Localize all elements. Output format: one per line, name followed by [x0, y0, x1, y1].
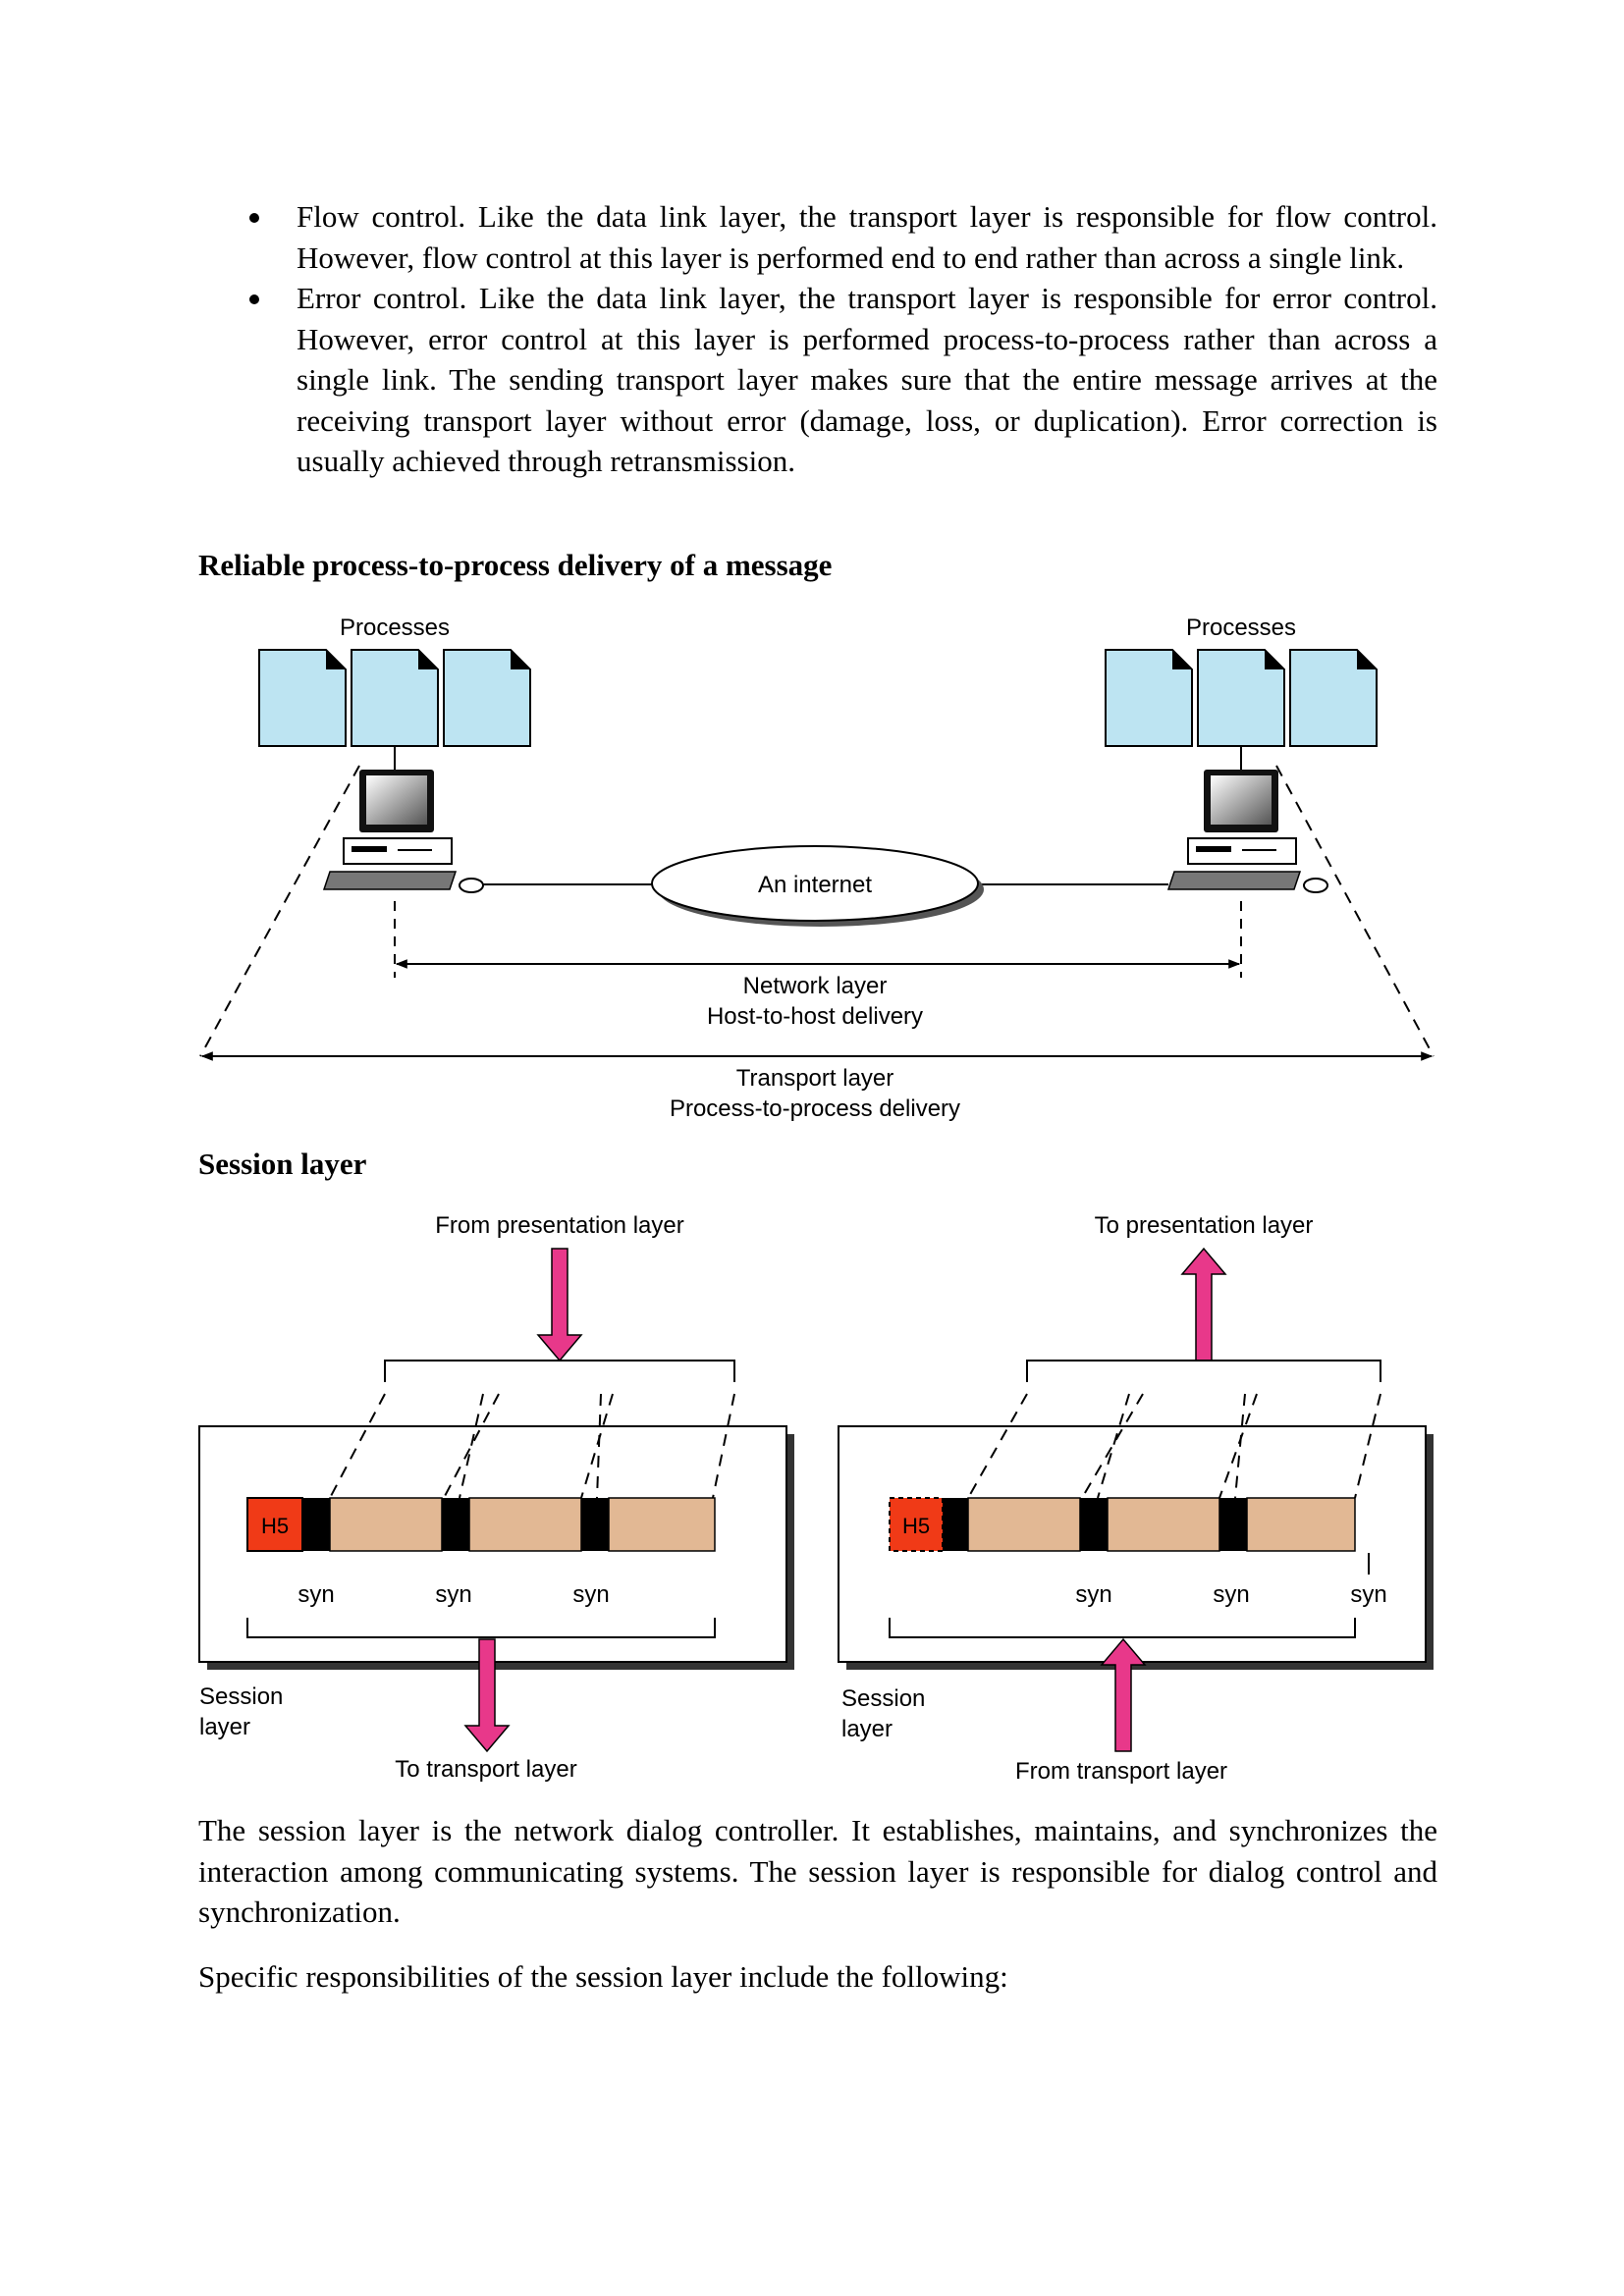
syn-label: syn	[435, 1581, 471, 1608]
network-layer-label: Network layer	[743, 973, 888, 999]
left-process-document-icon	[258, 649, 347, 747]
syn-marker	[1080, 1498, 1108, 1551]
right-processes-label: Processes	[1186, 614, 1296, 641]
session-label-left-2: layer	[199, 1714, 250, 1740]
data-segment	[468, 1497, 582, 1552]
internet-label: An internet	[758, 872, 872, 898]
internet-cloud-icon	[651, 845, 979, 922]
right-process-document-icon	[1105, 649, 1193, 747]
data-segment	[329, 1497, 443, 1552]
data-segment	[1107, 1497, 1220, 1552]
session-label-right-2: layer	[841, 1716, 893, 1742]
data-segment	[967, 1497, 1081, 1552]
left-process-document-icon	[351, 649, 439, 747]
left-processes-label: Processes	[340, 614, 450, 641]
syn-marker	[1219, 1498, 1247, 1551]
down-arrow-icon	[536, 1248, 583, 1362]
bullet-flow-control: Flow control. Like the data link layer, …	[198, 196, 1437, 278]
syn-label: syn	[1350, 1581, 1386, 1608]
syn-marker	[442, 1498, 469, 1551]
right-process-document-icon	[1289, 649, 1378, 747]
h5-header-label: H5	[261, 1514, 289, 1538]
process-to-process-label: Process-to-process delivery	[670, 1095, 960, 1122]
up-arrow-icon	[1180, 1247, 1227, 1362]
syn-marker	[302, 1498, 330, 1551]
syn-label: syn	[1213, 1581, 1249, 1608]
transport-delivery-diagram: Processes Processes	[199, 614, 1435, 1122]
to-transport-label: To transport layer	[395, 1756, 576, 1783]
transport-layer-label: Transport layer	[736, 1065, 894, 1092]
syn-label: syn	[1075, 1581, 1111, 1608]
to-presentation-label: To presentation layer	[1095, 1212, 1314, 1239]
up-arrow-icon	[1100, 1637, 1147, 1752]
bullet-text: Error control. Like the data link layer,…	[297, 281, 1437, 478]
syn-marker	[581, 1498, 609, 1551]
h5-header-label: H5	[902, 1514, 930, 1538]
bullet-dot-icon	[249, 213, 259, 223]
session-description-paragraph: The session layer is the network dialog …	[198, 1813, 1437, 1929]
bullet-error-control: Error control. Like the data link layer,…	[198, 278, 1437, 482]
syn-marker	[943, 1498, 968, 1551]
bullet-dot-icon	[249, 294, 259, 304]
syn-label: syn	[298, 1581, 334, 1608]
syn-label: syn	[572, 1581, 609, 1608]
session-layer-diagram: From presentation layer H5 syn syn syn S…	[198, 1212, 1434, 1785]
right-process-document-icon	[1197, 649, 1285, 747]
bullet-list: Flow control. Like the data link layer, …	[198, 196, 1437, 482]
session-label-left-1: Session	[199, 1683, 283, 1710]
data-segment	[1246, 1497, 1356, 1552]
down-arrow-icon	[463, 1638, 511, 1753]
from-presentation-label: From presentation layer	[435, 1212, 683, 1239]
bullet-text: Flow control. Like the data link layer, …	[297, 199, 1437, 275]
host-to-host-label: Host-to-host delivery	[707, 1003, 923, 1030]
figure2-heading: Session layer	[198, 1147, 367, 1181]
session-label-right-1: Session	[841, 1685, 925, 1712]
right-computer-icon	[1166, 770, 1328, 893]
data-segment	[608, 1497, 716, 1552]
session-responsibilities-intro: Specific responsibilities of the session…	[198, 1959, 1008, 1994]
left-process-document-icon	[443, 649, 531, 747]
figure1-heading: Reliable process-to-process delivery of …	[198, 548, 833, 582]
left-computer-icon	[322, 770, 484, 893]
from-transport-label: From transport layer	[1015, 1758, 1227, 1785]
h5-header-removed	[889, 1497, 944, 1552]
